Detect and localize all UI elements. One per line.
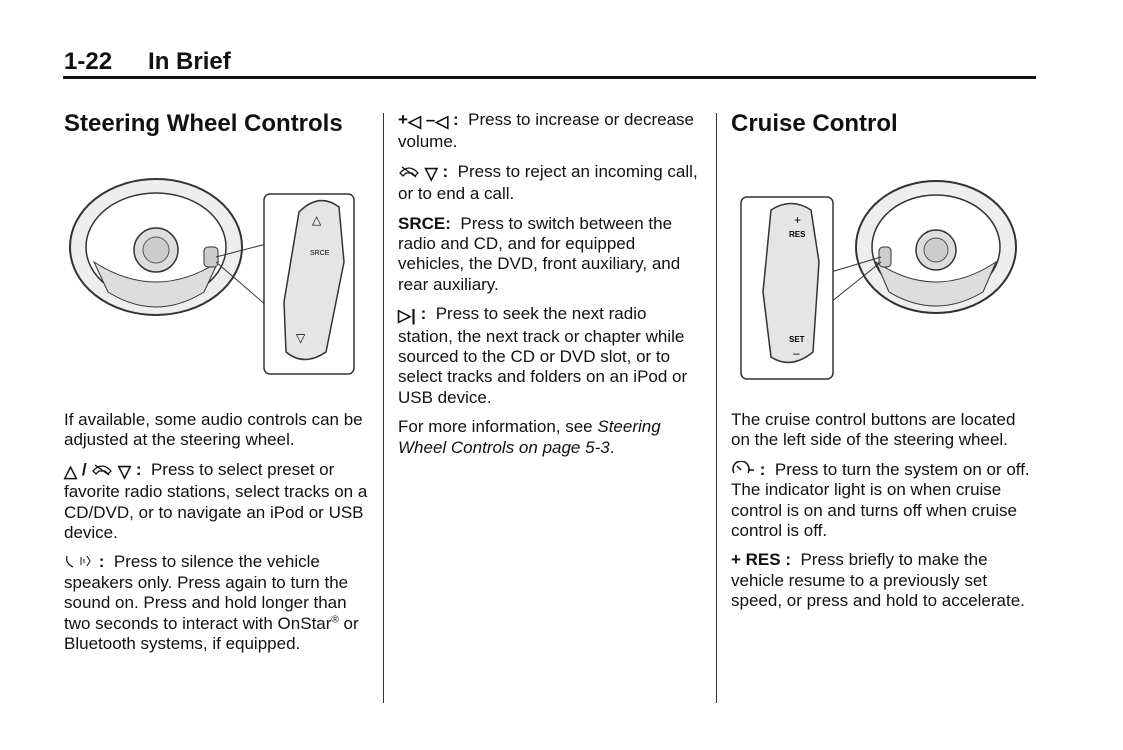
right-column: Cruise Control + RES SET – The cruise co… <box>731 110 1036 621</box>
steering-wheel-audio-figure: SRCE △ ▽ <box>69 178 355 375</box>
svg-text:△: △ <box>312 213 322 227</box>
intro-text: If available, some audio controls can be… <box>64 410 363 450</box>
header-rule <box>63 76 1036 79</box>
cruise-control-icon <box>732 460 754 474</box>
svg-text:+: + <box>794 213 801 227</box>
phone-hangup-icon <box>399 166 419 178</box>
control-item-cruise-on-off: : Press to turn the system on or off. Th… <box>731 459 1030 541</box>
cruise-control-figure: + RES SET – <box>740 180 1017 380</box>
section-heading: Cruise Control <box>731 110 898 137</box>
speaker-down-icon: ◁ <box>435 112 449 131</box>
section-title: In Brief <box>148 48 231 75</box>
svg-text:▽: ▽ <box>296 331 306 345</box>
cross-reference-link[interactable]: Steering Wheel Controls on page 5-3 <box>398 417 661 457</box>
page-header: 1-22 In Brief <box>64 48 231 76</box>
phone-hangup-icon <box>92 464 113 476</box>
speaker-up-icon: ◁ <box>407 112 422 131</box>
phone-voice-icon <box>66 556 91 568</box>
control-item-seek: ▷| : Press to seek the next radio statio… <box>398 304 688 407</box>
srce-label: SRCE <box>310 250 330 257</box>
control-item-mute: : Press to silence the vehicle speakers … <box>64 552 359 654</box>
triangle-up-icon: △ <box>64 461 78 481</box>
column-divider <box>383 113 384 703</box>
control-item-srce: SRCE: Press to switch between the radio … <box>398 213 681 294</box>
control-item-volume: +◁ –◁ : Press to increase or decrease vo… <box>398 110 694 152</box>
section-heading: Steering Wheel Controls <box>64 110 343 137</box>
control-item-reject-call: ▽ : Press to reject an incoming call, or… <box>398 161 698 204</box>
intro-text: The cruise control buttons are located o… <box>731 410 1016 450</box>
middle-column: +◁ –◁ : Press to increase or decrease vo… <box>398 110 698 467</box>
svg-text:–: – <box>793 346 800 360</box>
column-divider <box>716 113 717 703</box>
seek-next-icon: ▷| <box>398 306 416 326</box>
more-info: For more information, see Steering Wheel… <box>398 417 661 457</box>
triangle-down-icon: ▽ <box>424 163 438 183</box>
res-label: RES <box>789 230 806 239</box>
left-column: Steering Wheel Controls SRCE △ ▽ If avail… <box>64 110 374 663</box>
set-label: SET <box>789 335 805 344</box>
page-number: 1-22 <box>64 48 113 75</box>
control-item-res: + RES : Press briefly to make the vehicl… <box>731 550 1025 611</box>
triangle-down-icon: ▽ <box>118 461 132 481</box>
control-item-preset: △ / ▽ : Press to select preset or favori… <box>64 459 368 543</box>
